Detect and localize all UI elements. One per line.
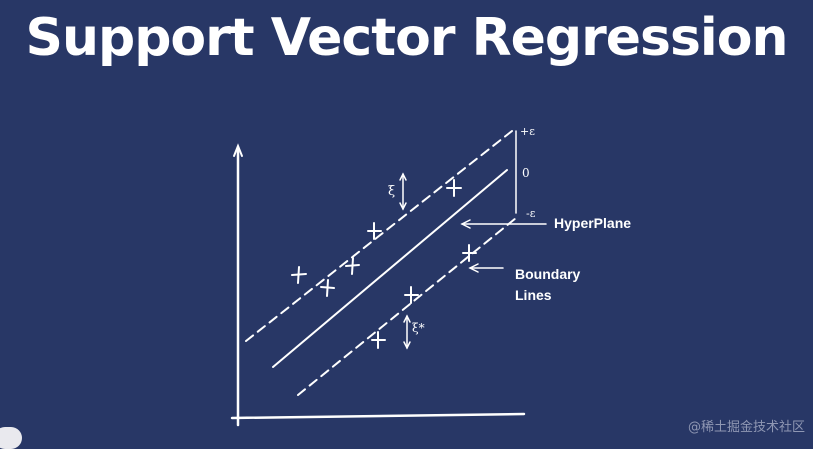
data-point [446,179,462,197]
data-point [320,279,335,297]
boundary-label-line2: Lines [515,287,552,303]
zero-label: 0 [522,166,530,180]
xi-arrowhead-top [399,172,407,181]
watermark: @稀土掘金技术社区 [687,420,805,435]
hyperplane-arrowhead [460,219,471,229]
hyperplane-line [272,169,508,368]
xi-star-label: ξ* [412,321,425,335]
lower-boundary-line [297,217,517,396]
data-point [462,244,477,262]
xi-label: ξ [388,184,395,199]
hyperplane-label: HyperPlane [554,215,632,231]
data-point [404,286,419,304]
minus-epsilon-label: -ε [526,207,536,220]
data-point [291,266,307,284]
boundary-arrowhead [468,263,479,273]
xi-star-arrowhead-bottom [403,341,411,350]
x-axis [230,412,526,420]
xi-star-arrowhead-top [403,314,411,323]
data-point [371,331,386,349]
xi-arrowhead-bottom [399,202,407,211]
y-axis-arrow [233,143,243,157]
slide-title: Support Vector Regression [25,8,789,68]
data-point [345,257,360,275]
data-point [367,222,382,240]
corner-badge [0,427,22,449]
plus-epsilon-label: +ε [520,125,535,138]
boundary-label-line1: Boundary [515,266,581,282]
upper-boundary-line [245,130,513,342]
